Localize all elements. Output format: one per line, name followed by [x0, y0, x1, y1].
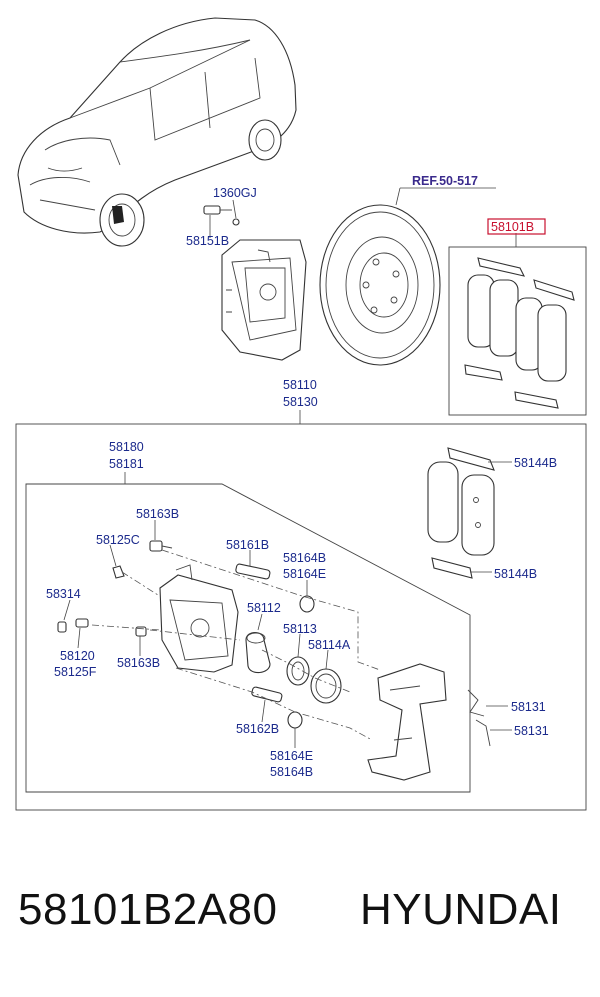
caliper-assembly-box: [15, 423, 587, 811]
brand-name: HYUNDAI: [360, 885, 562, 934]
label-58162b: 58162B: [236, 722, 279, 736]
part-number: 58101B2A80: [18, 885, 278, 934]
label-58181: 58181: [109, 457, 144, 471]
anti-rattle-springs: [467, 689, 512, 747]
part-labels: REF.50-517 58101B 1360GJ 58151B 58110 58…: [46, 174, 557, 779]
pad-kit-box: [448, 246, 587, 416]
label-58130: 58130: [283, 395, 318, 409]
pad-kit-items: [464, 257, 575, 409]
label-58164b-bot: 58164B: [270, 765, 313, 779]
brake-disc: [319, 187, 496, 366]
highlight-label: 58101B: [491, 220, 534, 234]
ref-label: REF.50-517: [412, 174, 478, 188]
label-58180: 58180: [109, 440, 144, 454]
label-58131-bot: 58131: [514, 724, 549, 738]
parts-diagram: REF.50-517 58101B 1360GJ 58151B 58110 58…: [15, 17, 587, 811]
caliper-body-group: [25, 483, 471, 793]
label-58164e-bot: 58164E: [270, 749, 313, 763]
label-58144b-top: 58144B: [514, 456, 557, 470]
label-58120: 58120: [60, 649, 95, 663]
label-58110: 58110: [283, 378, 317, 392]
leader-lines: [63, 199, 329, 748]
label-1360gj: 1360GJ: [213, 186, 257, 200]
label-58163b-top: 58163B: [136, 507, 179, 521]
label-58151b: 58151B: [186, 234, 229, 248]
label-58314: 58314: [46, 587, 81, 601]
label-58144b-bot: 58144B: [494, 567, 537, 581]
caliper-components: [57, 540, 447, 781]
vehicle-illustration: [17, 17, 297, 247]
brake-pad-set: [427, 447, 512, 579]
label-58164e-top: 58164E: [283, 567, 326, 581]
label-58164b-top: 58164B: [283, 551, 326, 565]
label-58131-top: 58131: [511, 700, 546, 714]
top-caliper-assembly: [203, 205, 307, 361]
assembly-axis-lines: [91, 549, 381, 741]
highlight-box: [487, 218, 546, 235]
label-58125c: 58125C: [96, 533, 140, 547]
label-58114a: 58114A: [308, 638, 351, 652]
label-58125f: 58125F: [54, 665, 97, 679]
label-58161b: 58161B: [226, 538, 269, 552]
label-58113: 58113: [283, 622, 317, 636]
label-58112: 58112: [247, 601, 281, 615]
footer: 58101B2A80 HYUNDAI: [0, 885, 600, 965]
label-58163b-bot: 58163B: [117, 656, 160, 670]
